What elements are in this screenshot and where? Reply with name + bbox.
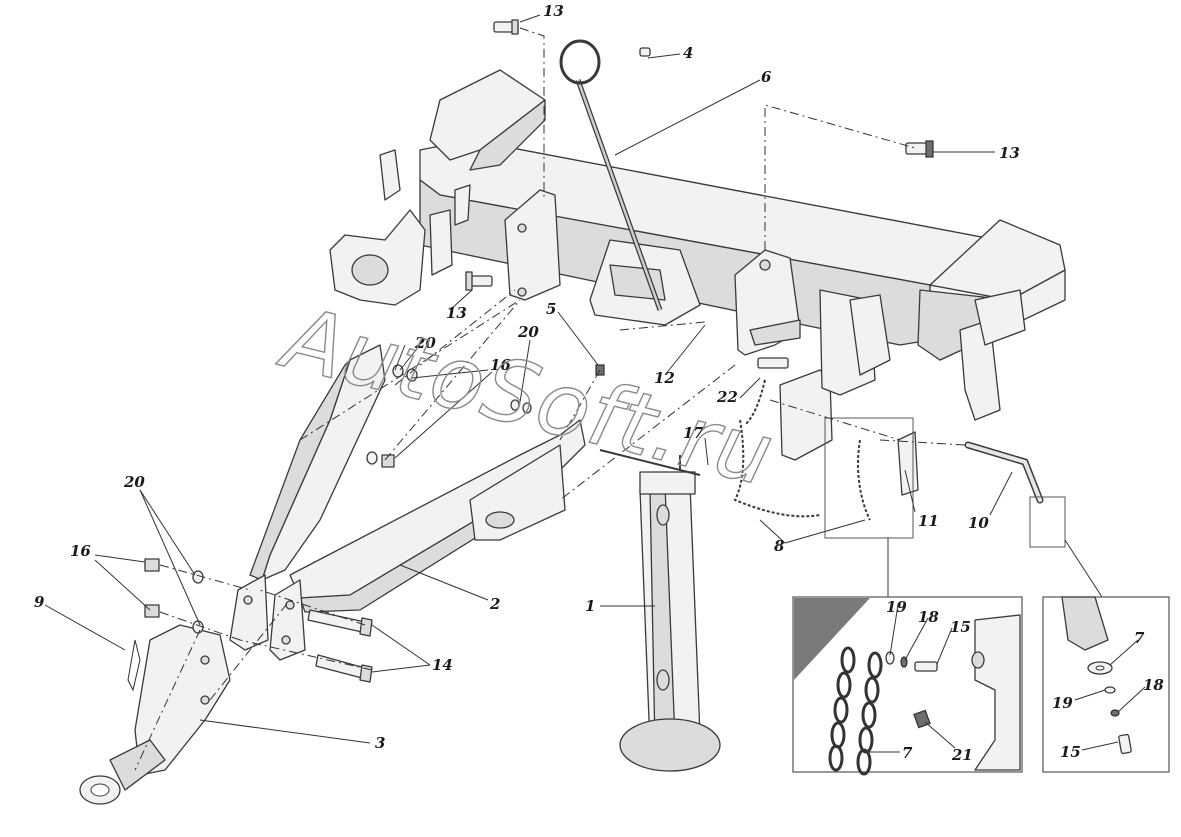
callout-15-inset-b: 15 <box>1060 743 1081 761</box>
callout-19-inset-b: 19 <box>1052 694 1073 712</box>
assembly-centerlines <box>134 27 966 771</box>
left-rear-arm <box>429 69 546 171</box>
callout-1: 1 <box>585 597 595 615</box>
callout-21: 21 <box>951 746 973 764</box>
chain-links <box>828 646 883 776</box>
callout-7-inset-b: 7 <box>1134 629 1145 647</box>
nuts-washers <box>144 47 651 634</box>
mounting-plate-left <box>504 189 561 301</box>
safety-chains <box>733 379 871 521</box>
callout-5: 5 <box>546 300 556 318</box>
left-hitch-bracket <box>329 149 471 306</box>
callout-18-inset-b: 18 <box>1143 676 1164 694</box>
bolt-right <box>905 140 934 158</box>
leader-lines <box>44 14 1146 753</box>
callout-4: 4 <box>683 44 693 62</box>
callout-12: 12 <box>654 369 675 387</box>
callout-17: 17 <box>683 424 704 442</box>
bolts-14 <box>307 609 373 683</box>
callout-8: 8 <box>774 537 785 555</box>
jack-stand <box>599 449 721 772</box>
callout-20-lower: 20 <box>123 473 145 491</box>
callout-14: 14 <box>432 656 453 674</box>
support-rod <box>559 39 663 311</box>
mounting-plate-right <box>734 249 801 356</box>
tow-eye-assembly <box>79 624 231 805</box>
callout-11: 11 <box>918 512 939 530</box>
drawbar-frame <box>229 344 586 661</box>
detail-zone-b <box>1029 496 1066 548</box>
pin-10 <box>964 441 1044 504</box>
callout-16-lower: 16 <box>70 542 91 560</box>
callout-10: 10 <box>968 514 989 532</box>
detail-inset-pin <box>1042 596 1170 773</box>
callout-7-inset: 7 <box>902 744 913 762</box>
bolt-top <box>493 19 519 35</box>
callout-9: 9 <box>34 593 45 611</box>
right-brackets <box>779 289 891 461</box>
detail-zone-a <box>824 417 914 539</box>
right-end-beam <box>917 219 1066 421</box>
callout-labels: 13 4 6 13 13 5 12 20 16 20 22 17 11 10 8… <box>34 2 1164 764</box>
callout-18-inset: 18 <box>918 608 939 626</box>
callout-19-inset: 19 <box>886 598 907 616</box>
callout-6: 6 <box>761 68 772 86</box>
callout-13-right: 13 <box>999 144 1020 162</box>
callout-16-upper: 16 <box>490 356 511 374</box>
detail-inset-chain <box>792 596 1023 776</box>
detail-b-link <box>1064 539 1103 598</box>
callout-22: 22 <box>716 388 738 406</box>
callout-20-upper: 20 <box>414 334 436 352</box>
inset-a-shadow <box>794 598 870 680</box>
bolt-mid <box>465 271 493 291</box>
bolt-22 <box>757 357 789 369</box>
callout-2: 2 <box>489 595 500 613</box>
callout-3: 3 <box>375 734 385 752</box>
callout-13-top: 13 <box>543 2 564 20</box>
callout-20-mid: 20 <box>517 323 539 341</box>
callout-13-mid: 13 <box>446 304 467 322</box>
callout-15-inset: 15 <box>950 618 971 636</box>
safety-pin <box>127 639 141 692</box>
